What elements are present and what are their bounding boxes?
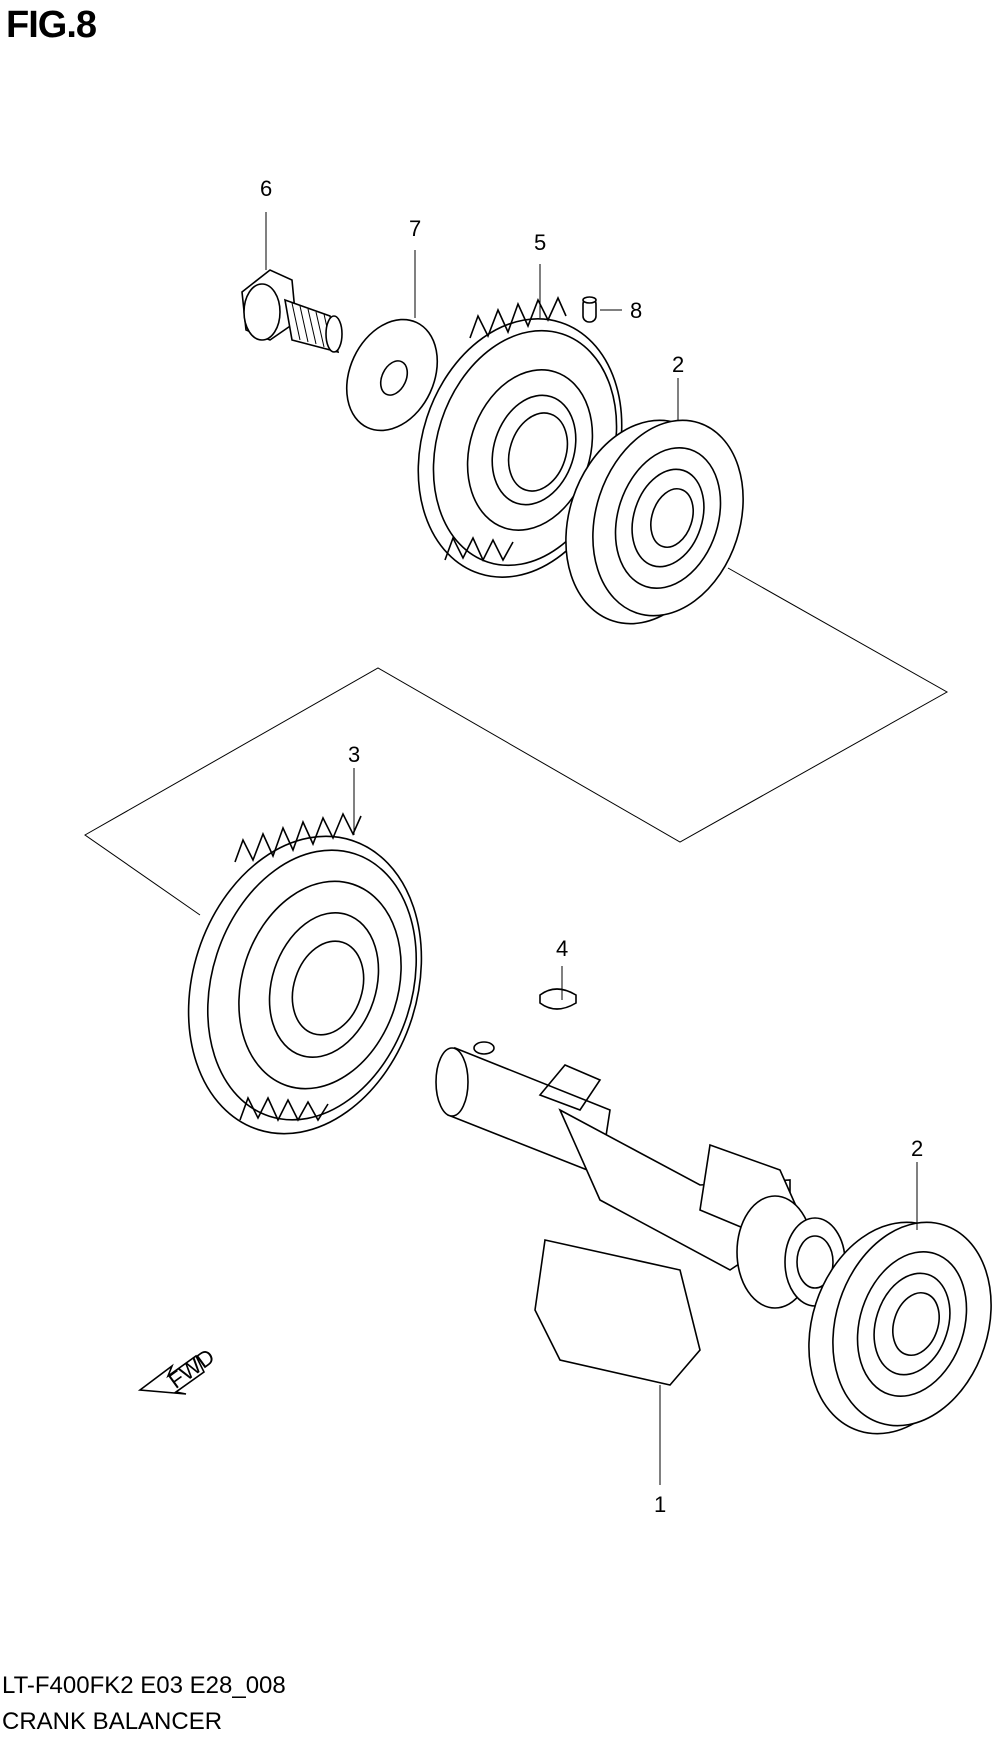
part-5-balancer-drive-gear[interactable] xyxy=(386,292,654,604)
callout-7: 7 xyxy=(409,216,421,241)
callout-3: 3 xyxy=(348,742,360,767)
part-8-pin[interactable] xyxy=(582,296,597,323)
callout-2-upper: 2 xyxy=(672,352,684,377)
figure-title: FIG.8 xyxy=(6,4,97,46)
part-3-balancer-driven-gear[interactable] xyxy=(152,806,459,1164)
callout-5: 5 xyxy=(534,230,546,255)
assembly-outline xyxy=(84,567,949,916)
callout-8: 8 xyxy=(630,298,642,323)
fwd-label: FWD xyxy=(164,1344,219,1394)
part-7-washer[interactable] xyxy=(329,305,454,446)
part-2-bearing-upper[interactable] xyxy=(541,400,768,645)
callout-2-lower: 2 xyxy=(911,1136,923,1161)
part-1-crank-balancer-shaft[interactable] xyxy=(435,1041,846,1386)
part-4-key[interactable] xyxy=(539,988,577,1010)
leader-lines xyxy=(265,212,918,1485)
fwd-direction-arrow: FWD xyxy=(137,1344,219,1395)
callout-4: 4 xyxy=(556,936,568,961)
callout-1: 1 xyxy=(654,1492,666,1517)
callout-6: 6 xyxy=(260,176,272,201)
diagram-name: CRANK BALANCER xyxy=(2,1708,223,1735)
part-6-flange-bolt[interactable] xyxy=(241,269,343,354)
diagram-code: LT-F400FK2 E03 E28_008 xyxy=(2,1672,286,1699)
part-2-bearing-lower[interactable] xyxy=(783,1201,1000,1456)
